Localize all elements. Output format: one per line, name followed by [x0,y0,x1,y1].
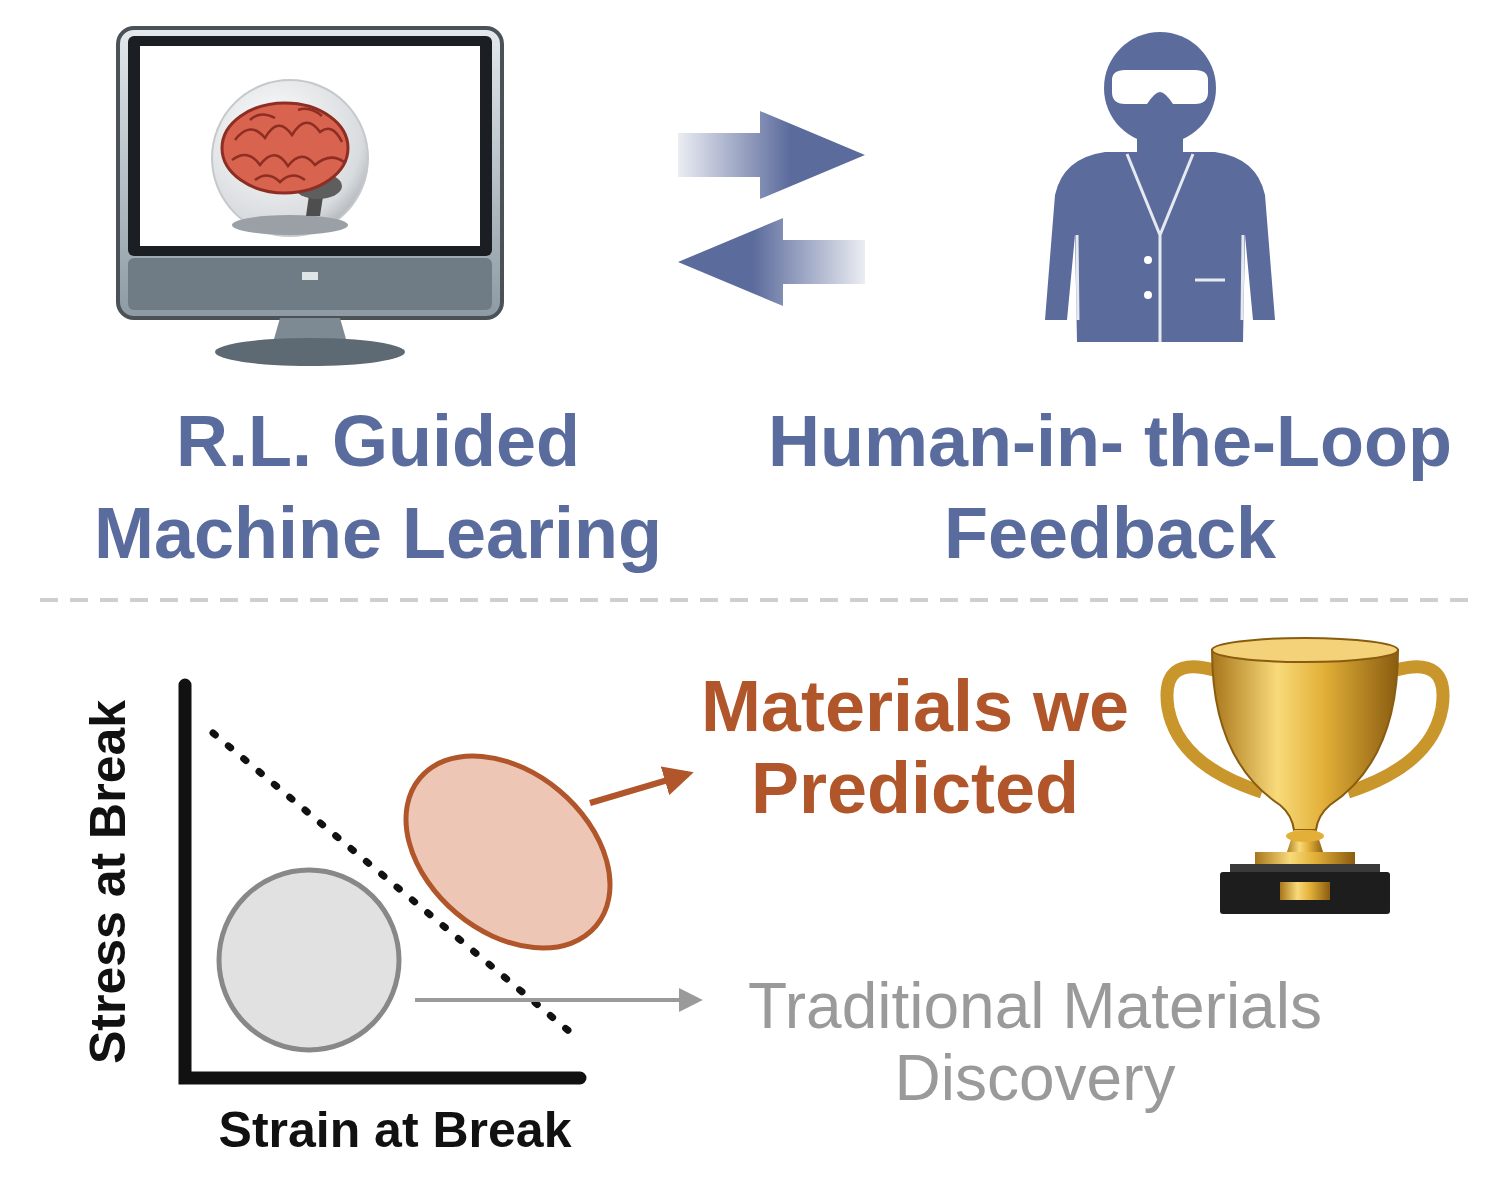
flow-arrow [678,111,865,199]
axis-label: Stress at Break [78,642,138,1122]
leader-arrow [590,774,688,803]
flow-arrow [678,218,865,306]
axis-label: Strain at Break [155,1100,635,1160]
callout-text: Traditional Materials Discovery [715,970,1355,1114]
diagram-node: R.L. Guided Machine Learing [110,20,678,370]
computer-monitor [110,20,678,370]
predicted-region [368,717,647,987]
node-caption: Human-in- the-Loop Feedback [745,395,1475,579]
traditional-region [219,870,399,1050]
trophy-icon [1167,638,1443,914]
separator-line [40,598,1470,602]
scientist-figure [865,20,1285,360]
node-caption: R.L. Guided Machine Learing [68,395,688,579]
leader-arrow [415,998,698,1002]
diagram-node: Human-in- the-Loop Feedback [865,20,1285,360]
callout-text: Materials we Predicted [665,665,1165,829]
